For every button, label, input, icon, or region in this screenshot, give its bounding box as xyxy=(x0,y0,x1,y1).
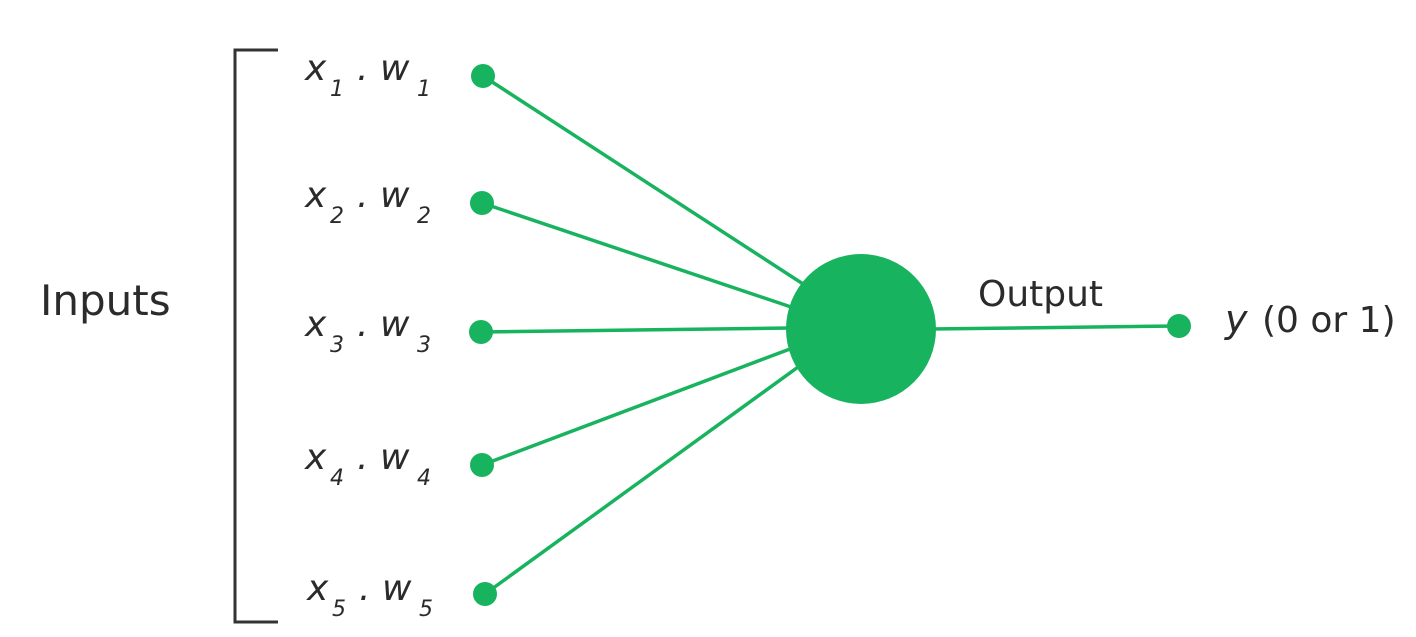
input-node-4 xyxy=(470,453,494,477)
term-w-subscript: 4 xyxy=(417,466,431,491)
connection-line-3 xyxy=(480,326,791,334)
term-w-subscript: 3 xyxy=(417,333,431,358)
term-w: w xyxy=(380,304,410,345)
term-w-subscript: 2 xyxy=(417,204,431,229)
term-x-subscript: 2 xyxy=(330,204,344,229)
inputs-bracket xyxy=(233,48,278,624)
term-dot: . xyxy=(357,304,368,345)
term-dot: . xyxy=(357,437,368,478)
term-w-subscript: 5 xyxy=(419,597,433,622)
term-w: w xyxy=(380,175,410,216)
inputs-label: Inputs xyxy=(40,276,171,325)
input-term-5: x 5 . w 5 xyxy=(306,568,433,622)
input-term-3: x 3 . w 3 xyxy=(304,304,431,358)
output-node xyxy=(1167,314,1191,338)
term-x: x xyxy=(304,304,327,345)
output-label: Output xyxy=(978,274,1103,315)
term-x: x xyxy=(306,568,329,609)
term-x-subscript: 5 xyxy=(332,597,346,622)
connection-line-1 xyxy=(482,74,821,297)
term-dot: . xyxy=(359,568,370,609)
term-dot: . xyxy=(357,175,368,216)
input-nodes xyxy=(469,64,497,606)
term-w: w xyxy=(380,437,410,478)
input-term-1: x 1 . w 1 xyxy=(304,48,431,102)
term-x: x xyxy=(304,48,327,89)
input-node-5 xyxy=(473,582,497,606)
connection-line-4 xyxy=(481,344,799,467)
neuron-node xyxy=(786,254,936,404)
input-node-2 xyxy=(470,191,494,215)
term-w-subscript: 1 xyxy=(417,77,431,102)
term-x-subscript: 1 xyxy=(330,77,344,102)
input-node-3 xyxy=(469,320,493,344)
input-term-4: x 4 . w 4 xyxy=(304,437,431,491)
term-x-subscript: 4 xyxy=(330,466,344,491)
connection-line-2 xyxy=(481,201,801,312)
term-dot: . xyxy=(357,48,368,89)
term-x-subscript: 3 xyxy=(330,333,344,358)
input-term-2: x 2 . w 2 xyxy=(304,175,431,229)
term-x: x xyxy=(304,437,327,478)
output-connection-line xyxy=(929,324,1180,331)
output-result-desc: (0 or 1) xyxy=(1262,300,1396,341)
term-x: x xyxy=(304,175,327,216)
input-connections xyxy=(480,74,821,596)
output-result-var: y xyxy=(1224,297,1248,341)
connection-line-5 xyxy=(483,360,807,596)
input-node-1 xyxy=(471,64,495,88)
term-w: w xyxy=(380,48,410,89)
term-w: w xyxy=(382,568,412,609)
